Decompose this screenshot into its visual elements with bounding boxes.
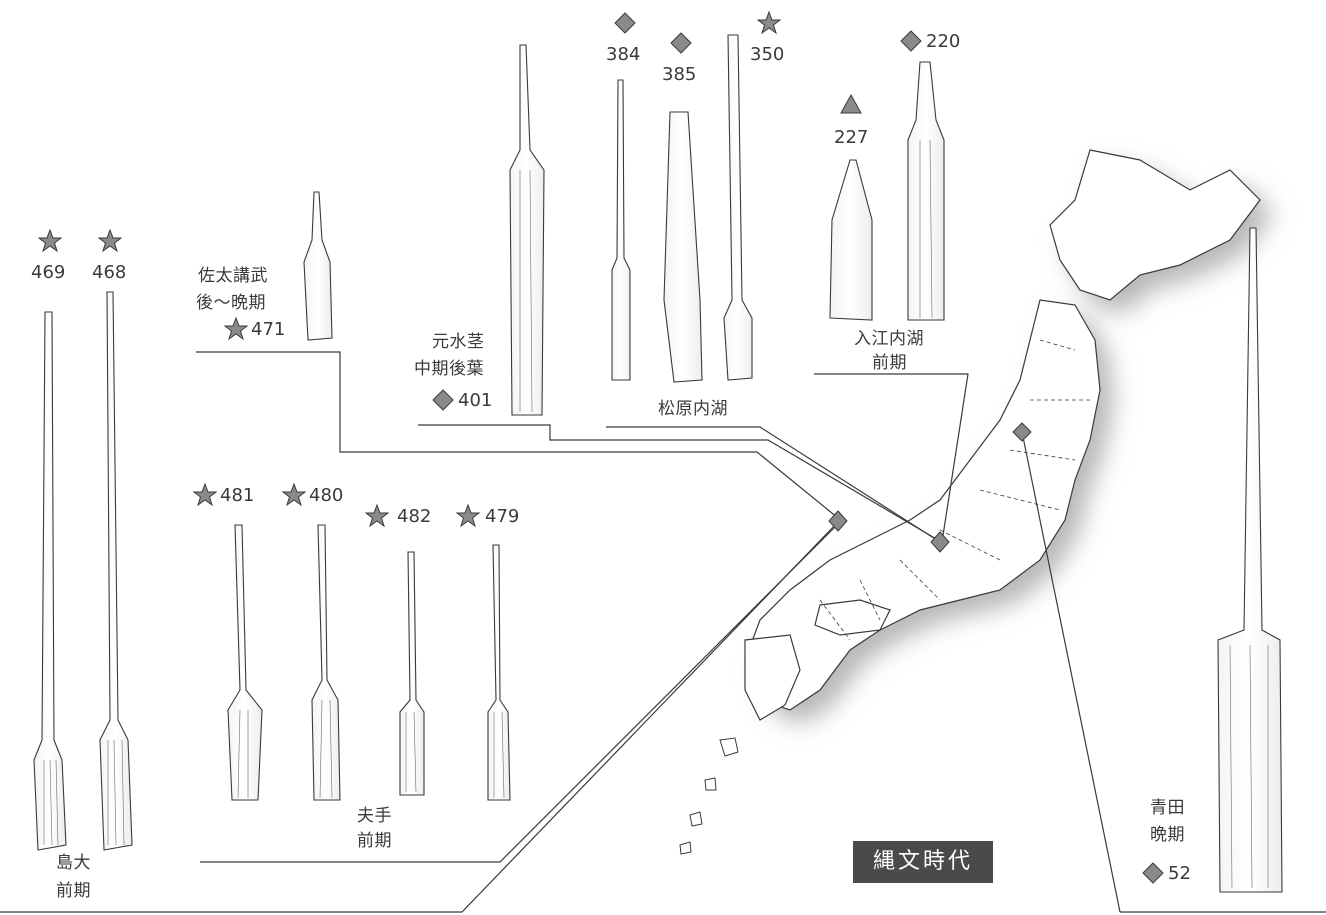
paddle-469 bbox=[33, 311, 67, 851]
site-period-satakobu: 後～晩期 bbox=[196, 293, 266, 313]
site-period-motomizukuki: 中期後葉 bbox=[414, 359, 484, 379]
artifact-number-480: 480 bbox=[309, 485, 344, 506]
site-name-satakobu: 佐太講武 bbox=[198, 266, 268, 286]
diamond-icon bbox=[899, 29, 923, 53]
artifact-number-471: 471 bbox=[251, 319, 286, 340]
artifact-number-385: 385 bbox=[662, 64, 697, 85]
star-icon bbox=[365, 504, 389, 528]
paddle-480 bbox=[311, 524, 341, 801]
paddle-482 bbox=[399, 551, 425, 796]
paddle-227 bbox=[829, 159, 873, 321]
map-site-markers bbox=[828, 422, 1032, 553]
star-icon bbox=[456, 504, 480, 528]
map-marker-aota bbox=[1012, 422, 1032, 442]
era-label: 縄文時代 bbox=[853, 841, 993, 883]
artifact-number-52: 52 bbox=[1168, 863, 1191, 884]
artifact-number-401: 401 bbox=[458, 390, 493, 411]
artifact-number-481: 481 bbox=[220, 485, 255, 506]
diamond-icon bbox=[431, 388, 455, 412]
site-name-aota: 青田 bbox=[1150, 798, 1185, 818]
paddle-drawings bbox=[33, 34, 1283, 893]
artifact-number-227: 227 bbox=[834, 127, 869, 148]
artifact-number-482: 482 bbox=[397, 506, 432, 527]
paddle-468 bbox=[99, 291, 133, 851]
paddle-479 bbox=[487, 544, 511, 801]
artifact-number-468: 468 bbox=[92, 262, 127, 283]
paddle-481 bbox=[227, 524, 263, 801]
star-icon bbox=[38, 229, 62, 253]
star-icon bbox=[757, 11, 781, 35]
map-land bbox=[744, 149, 1261, 721]
paddle-385 bbox=[663, 111, 703, 383]
paddle-220 bbox=[907, 61, 945, 321]
prefecture-borders bbox=[819, 339, 1090, 641]
artifact-number-220: 220 bbox=[926, 31, 961, 52]
paddle-52 bbox=[1217, 227, 1283, 893]
japan-map bbox=[679, 149, 1274, 855]
site-period-aota: 晩期 bbox=[1150, 825, 1185, 845]
artifact-number-384: 384 bbox=[606, 44, 641, 65]
star-icon bbox=[98, 229, 122, 253]
diamond-icon bbox=[1141, 861, 1165, 885]
map-marker-ote bbox=[828, 510, 848, 532]
site-name-ote: 夫手 bbox=[357, 806, 392, 826]
site-name-irienaiko: 入江内湖 bbox=[854, 329, 924, 349]
southern-islands bbox=[679, 737, 739, 855]
site-name-motomizukuki: 元水茎 bbox=[432, 332, 485, 352]
connector-lines bbox=[0, 351, 1326, 913]
site-period-shimadai: 前期 bbox=[56, 881, 91, 901]
artifact-number-350: 350 bbox=[750, 44, 785, 65]
site-name-shimadai: 島大 bbox=[56, 853, 91, 873]
star-icon bbox=[224, 317, 248, 341]
triangle-icon bbox=[839, 92, 863, 116]
artifact-number-469: 469 bbox=[31, 262, 66, 283]
star-icon bbox=[282, 483, 306, 507]
paddle-350 bbox=[723, 34, 753, 381]
site-period-ote: 前期 bbox=[357, 831, 392, 851]
paddle-grain bbox=[43, 139, 1269, 889]
artifact-number-479: 479 bbox=[485, 506, 520, 527]
diamond-icon bbox=[613, 11, 637, 35]
paddle-384 bbox=[611, 79, 631, 381]
paddle-471 bbox=[303, 191, 333, 341]
star-icon bbox=[193, 483, 217, 507]
diamond-icon bbox=[669, 31, 693, 55]
map-marker-matsubara bbox=[930, 531, 950, 553]
paddle-401 bbox=[509, 44, 545, 416]
site-name-matsubara: 松原内湖 bbox=[658, 399, 728, 419]
site-period-irienaiko: 前期 bbox=[872, 353, 907, 373]
